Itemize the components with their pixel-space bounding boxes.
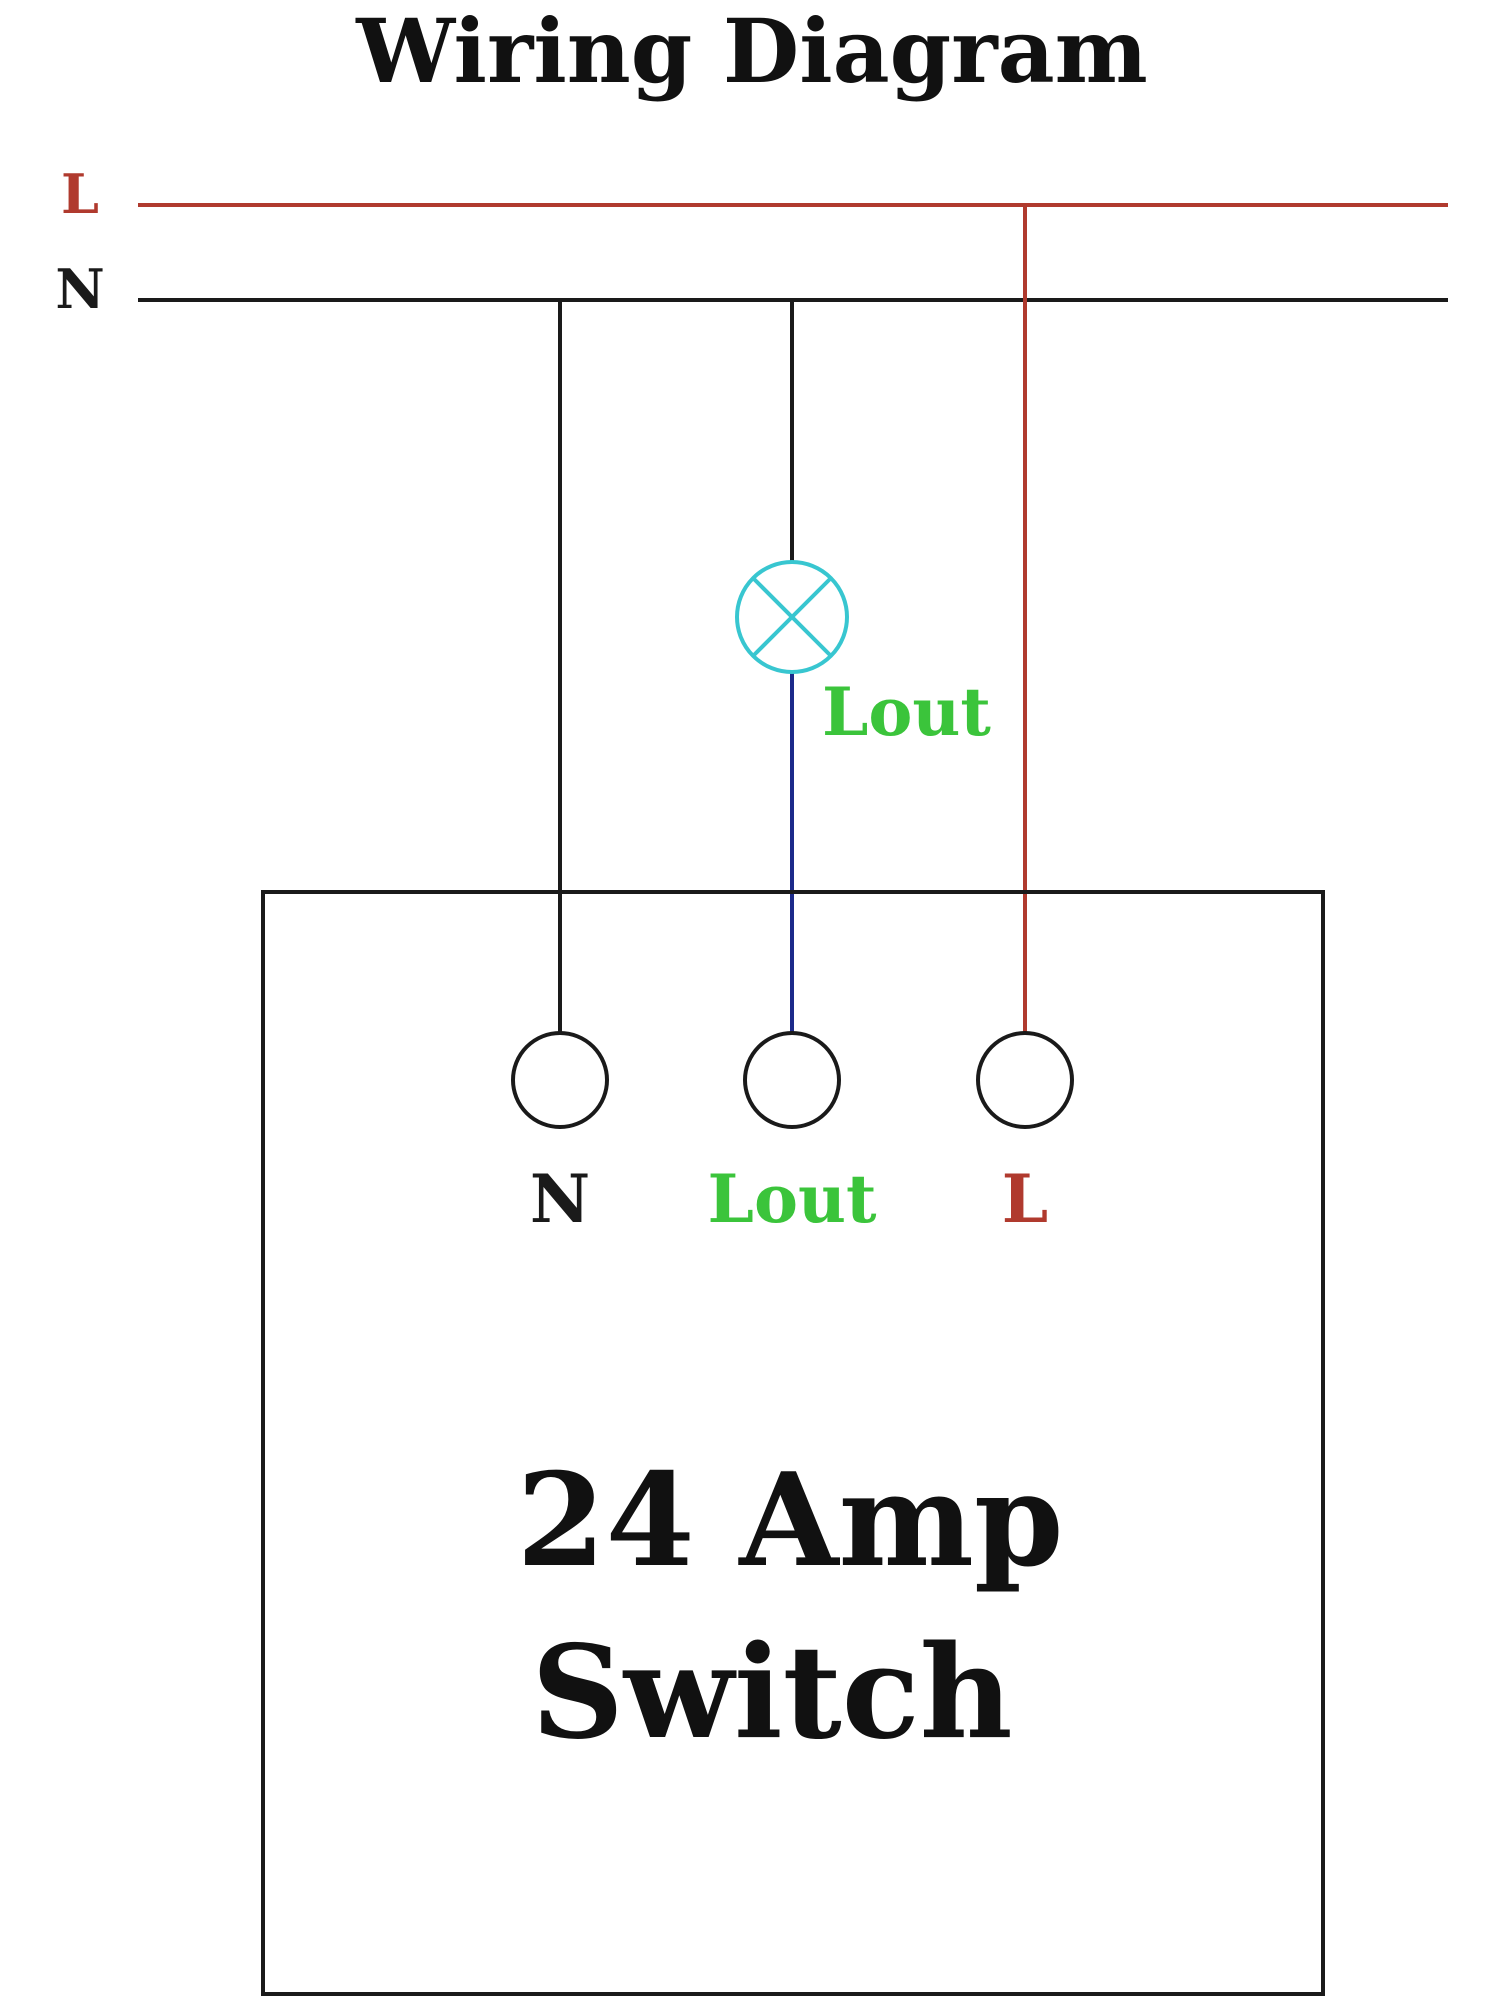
- terminal-n-label: N: [530, 1160, 590, 1238]
- terminal-n: [511, 1031, 609, 1129]
- switch-rating-text: 24 Amp: [517, 1446, 1064, 1596]
- diagram-title: Wiring Diagram: [355, 0, 1147, 103]
- switch-type-text: Switch: [531, 1618, 1012, 1768]
- terminal-lout: [743, 1031, 841, 1129]
- terminal-lout-label: Lout: [708, 1160, 877, 1238]
- lamp-icon: [735, 560, 849, 674]
- live-rail-label: L: [61, 162, 99, 226]
- terminal-l: [976, 1031, 1074, 1129]
- lamp-label: Lout: [822, 673, 991, 751]
- neutral-rail-label: N: [55, 257, 104, 321]
- switch-box: [261, 890, 1325, 1996]
- terminal-l-label: L: [1002, 1160, 1048, 1238]
